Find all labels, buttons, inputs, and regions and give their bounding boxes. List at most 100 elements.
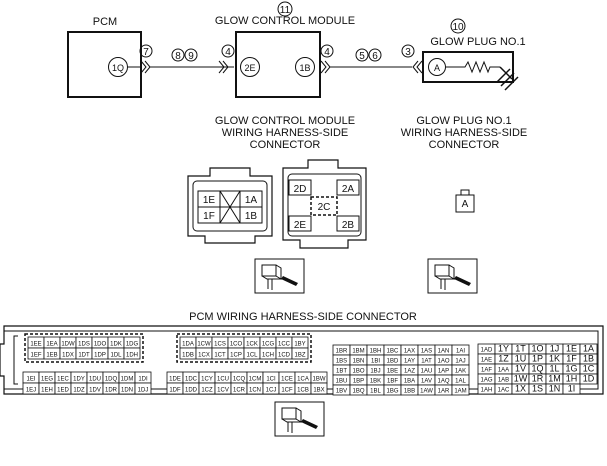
pcm-pin-1AW: 1AW <box>420 389 433 395</box>
pcm-pin-1AZ: 1AZ <box>404 369 415 375</box>
pin-1F: 1F <box>203 211 215 222</box>
pcm-pin-1I: 1I <box>568 384 576 394</box>
connector-7-symbol <box>140 60 151 74</box>
pcm-pin-1DS: 1DS <box>78 342 90 348</box>
plug-label: GLOW PLUG NO.1 <box>430 36 525 48</box>
pcm-pin-1S: 1S <box>532 384 543 394</box>
pcm-pin-1CE: 1CE <box>281 377 293 383</box>
pcm-pin-1CA: 1CA <box>297 377 309 383</box>
pcm-pin-1AJ: 1AJ <box>455 359 465 365</box>
ground-icon <box>496 66 519 91</box>
pcm-pin-1BU: 1BU <box>336 379 348 385</box>
pcm-connector-view-icon <box>274 401 325 437</box>
module-pin-right: 1B <box>299 63 310 73</box>
pcm-pin-1DF: 1DF <box>169 388 181 394</box>
pcm-box <box>67 31 142 98</box>
pcm-pin-1BD: 1BD <box>387 359 399 365</box>
pcm-harness-label: PCM WIRING HARNESS-SIDE CONNECTOR <box>189 311 417 323</box>
pcm-pin-1X: 1X <box>515 384 526 394</box>
pcm-pin-1DA: 1DA <box>182 342 194 348</box>
pcm-pin-1EG: 1EG <box>41 377 53 383</box>
pcm-pin-1AD: 1AD <box>481 348 493 354</box>
pcm-pin-1CN: 1CN <box>249 388 261 394</box>
plug-connector-pin: A <box>462 199 469 210</box>
pcm-pin-1AY: 1AY <box>404 359 415 365</box>
pcm-pin-1DP: 1DP <box>94 353 106 359</box>
callout-11: 11 <box>280 5 291 16</box>
pin-2C: 2C <box>318 202 331 213</box>
plug-connector: A <box>455 189 475 213</box>
pcm-pin-1CM: 1CM <box>249 377 262 383</box>
pcm-pin-1CV: 1CV <box>217 388 229 394</box>
pin-2E: 2E <box>294 220 307 231</box>
pcm-pin-1AO: 1AO <box>437 359 449 365</box>
pcm-pin-1BQ: 1BQ <box>352 389 364 395</box>
pcm-pin-1CU: 1CU <box>217 377 229 383</box>
plug-harness-line2: WIRING HARNESS-SIDE <box>401 127 528 139</box>
pcm-pin-1BJ: 1BJ <box>370 369 380 375</box>
pcm-pin-1BN: 1BN <box>353 359 365 365</box>
pcm-pin-1W: 1W <box>514 374 528 384</box>
pcm-pin-1AX: 1AX <box>404 349 415 355</box>
module-connector-right: 2D 2A 2C 2E 2B <box>282 159 367 249</box>
pcm-pin-1V: 1V <box>515 364 526 374</box>
module-pin-left: 2E <box>244 63 255 73</box>
pcm-pin-1DW: 1DW <box>61 342 75 348</box>
pcm-pin-1DC: 1DC <box>185 377 198 383</box>
pcm-pin-1U: 1U <box>515 354 527 364</box>
pcm-pin-1DH: 1DH <box>126 353 138 359</box>
pcm-pin-1DX: 1DX <box>62 353 74 359</box>
pcm-pin-1DR: 1DR <box>105 388 118 394</box>
pcm-pin-1AL: 1AL <box>455 379 466 385</box>
pcm-pin-1R: 1R <box>532 374 544 384</box>
pcm-pin-1DD: 1DD <box>185 388 198 394</box>
pcm-pin-1CI: 1CI <box>266 377 276 383</box>
pcm-pin-1BS: 1BS <box>336 359 347 365</box>
pcm-pin-1G: 1G <box>565 364 577 374</box>
callout-10: 10 <box>452 22 464 33</box>
pcm-pin-1EH: 1EH <box>41 388 53 394</box>
pcm-pin-1BO: 1BO <box>352 369 364 375</box>
plug-harness-line3: CONNECTOR <box>429 139 500 151</box>
pcm-pin-1DN: 1DN <box>121 388 133 394</box>
pcm-pin-1BL: 1BL <box>370 389 381 395</box>
pcm-pin-1BF: 1BF <box>387 379 398 385</box>
pcm-pin-1CG: 1CG <box>262 342 275 348</box>
module-harness-line1: GLOW CONTROL MODULE <box>215 115 355 127</box>
pcm-pin-1DU: 1DU <box>89 377 101 383</box>
pcm-pin-1L: 1L <box>549 364 559 374</box>
pcm-pin-1EE: 1EE <box>30 342 41 348</box>
pcm-pin-1DG: 1DG <box>126 342 139 348</box>
plug-box <box>422 51 514 83</box>
pcm-pin-1BM: 1BM <box>352 349 364 355</box>
pcm-pin-1AM: 1AM <box>454 389 466 395</box>
pcm-pin-1BX: 1BX <box>313 388 324 394</box>
callout-8: 8 <box>175 51 181 62</box>
pcm-pin-1AP: 1AP <box>438 369 449 375</box>
pin-2D: 2D <box>294 184 307 195</box>
pcm-pin-1Y: 1Y <box>498 344 509 354</box>
pcm-pin-1DZ: 1DZ <box>73 388 85 394</box>
pcm-pin-1EA: 1EA <box>46 342 57 348</box>
pcm-pin-1EJ: 1EJ <box>26 388 36 394</box>
pcm-pin-1DM: 1DM <box>121 377 134 383</box>
pcm-pin-1H: 1H <box>566 374 578 384</box>
pcm-pin-1AN: 1AN <box>438 349 450 355</box>
pcm-pin-1CX: 1CX <box>198 353 210 359</box>
pcm-pin-1DE: 1DE <box>169 377 181 383</box>
pin-2A: 2A <box>342 184 355 195</box>
pcm-pin-1BB: 1BB <box>404 389 415 395</box>
pcm-pin-1J: 1J <box>550 344 560 354</box>
pcm-pin-1BK: 1BK <box>370 379 381 385</box>
pcm-pin-1BP: 1BP <box>353 379 364 385</box>
pcm-pin-1CF: 1CF <box>281 388 293 394</box>
pcm-pin-1AK: 1AK <box>455 369 466 375</box>
pcm-pin-1DJ: 1DJ <box>138 388 149 394</box>
pcm-block-frame <box>176 333 312 363</box>
pcm-pin-1CL: 1CL <box>246 353 258 359</box>
pcm-pin-1AR: 1AR <box>438 389 450 395</box>
module-label: GLOW CONTROL MODULE <box>215 15 355 27</box>
pcm-pin-1CO: 1CO <box>230 342 243 348</box>
module-harness-line3: CONNECTOR <box>250 139 321 151</box>
